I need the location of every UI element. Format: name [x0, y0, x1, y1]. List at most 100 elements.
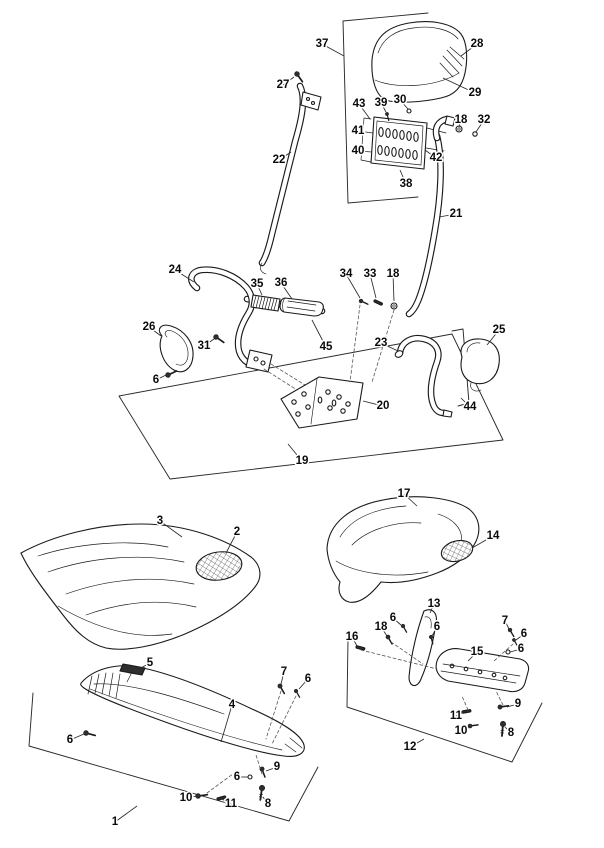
screw-6-icon	[292, 687, 302, 699]
part-bar-bracket	[245, 349, 273, 373]
washer-6-icon	[247, 774, 253, 780]
callout-label-15: 15	[471, 646, 484, 658]
washer-6-icon	[505, 649, 511, 655]
callout-leader-24	[174, 269, 195, 283]
callout-label-23: 23	[375, 337, 388, 349]
callout-leader-18	[380, 626, 388, 637]
callout-leader-11	[221, 798, 232, 805]
callout-leader-8	[504, 726, 512, 734]
callout-label-25: 25	[493, 324, 506, 336]
callout-label-6: 6	[234, 771, 240, 783]
assembly-outline-12	[346, 638, 543, 763]
callout-leader-6	[69, 733, 85, 741]
callout-label-29: 29	[469, 87, 482, 99]
callout-label-6: 6	[67, 734, 73, 746]
callout-leader-30	[399, 99, 409, 110]
callout-leader-10	[460, 726, 471, 732]
callout-label-6: 6	[434, 621, 440, 633]
callout-label-18: 18	[375, 621, 388, 633]
part-grab-bar	[188, 266, 326, 391]
callout-leader-18	[392, 273, 395, 302]
callout-label-39: 39	[375, 97, 388, 109]
callout-leader-5	[138, 662, 151, 670]
callout-leader-6	[155, 374, 167, 381]
part-mounting-plate	[360, 116, 447, 170]
callout-label-12: 12	[404, 741, 417, 753]
part-side-panel-right	[326, 496, 480, 603]
callout-leader-33	[369, 273, 377, 299]
callout-leader-37	[321, 43, 345, 57]
part-strap-13	[408, 609, 437, 687]
panel-mesh-2	[195, 551, 243, 581]
callout-label-7: 7	[502, 615, 508, 627]
callout-leader-27	[282, 76, 295, 86]
nut-18-icon	[390, 302, 398, 310]
part-pad-25	[460, 338, 500, 392]
callout-label-2: 2	[234, 526, 240, 538]
callout-label-18: 18	[455, 114, 468, 126]
part-lower-panel-left	[80, 665, 305, 757]
callout-leader-14	[471, 535, 494, 549]
callout-leader-8	[262, 796, 269, 805]
callout-leader-4	[220, 704, 233, 743]
screw-31-icon	[211, 332, 227, 346]
callout-leader-42	[424, 149, 437, 159]
callout-leader-29	[442, 77, 476, 94]
callout-label-4: 4	[229, 699, 236, 711]
callout-label-35: 35	[251, 278, 264, 290]
callout-leader-44	[460, 397, 471, 408]
callout-label-22: 22	[273, 154, 286, 166]
part-grip-36	[279, 297, 324, 317]
callout-label-31: 31	[198, 340, 211, 352]
callout-leader-2	[225, 531, 238, 554]
callout-label-6: 6	[521, 628, 527, 640]
callout-label-20: 20	[377, 400, 390, 412]
callout-leader-20	[362, 400, 384, 407]
callout-label-26: 26	[143, 321, 156, 333]
callout-leader-1	[114, 805, 138, 823]
screw-6-icon	[82, 729, 97, 739]
part-footrest-plate-20	[280, 304, 395, 429]
screw-10-icon	[194, 791, 209, 800]
callout-label-37: 37	[316, 38, 329, 50]
callout-label-6: 6	[305, 673, 311, 685]
backrest-assembly	[258, 12, 478, 318]
callout-label-13: 13	[428, 598, 441, 610]
callout-leader-38	[399, 169, 407, 185]
callout-leader-40	[357, 150, 373, 153]
callout-label-16: 16	[346, 631, 359, 643]
pin-33-icon	[373, 298, 384, 307]
screw-6-icon	[399, 622, 409, 634]
callout-label-10: 10	[455, 725, 468, 737]
callout-label-9: 9	[274, 761, 280, 773]
callout-leader-6	[509, 648, 522, 653]
callout-label-6: 6	[390, 612, 396, 624]
callout-leader-9	[265, 766, 278, 772]
callout-label-6: 6	[153, 374, 159, 386]
callout-leader-10	[185, 795, 198, 799]
callout-leader-6	[298, 678, 309, 690]
part-left-support-bar	[258, 82, 322, 275]
callout-label-43: 43	[353, 98, 366, 110]
screw-7-icon	[276, 682, 287, 696]
callout-leader-22	[278, 151, 292, 161]
callout-label-6: 6	[518, 643, 524, 655]
callout-label-14: 14	[487, 530, 500, 542]
callout-leader-9	[506, 703, 519, 708]
part-side-panel-left	[20, 523, 261, 650]
grab-bar-assembly	[118, 266, 504, 480]
part-trim-5	[119, 663, 146, 683]
callout-leader-19	[287, 443, 303, 462]
callout-leader-13	[429, 603, 435, 614]
callout-leader-15	[467, 651, 478, 662]
callout-label-19: 19	[296, 455, 309, 467]
callout-label-38: 38	[400, 178, 413, 190]
callout-label-40: 40	[352, 145, 365, 157]
callout-leader-45	[311, 319, 327, 348]
callout-label-8: 8	[508, 727, 515, 739]
callout-label-24: 24	[169, 264, 182, 276]
callout-label-27: 27	[277, 79, 290, 91]
